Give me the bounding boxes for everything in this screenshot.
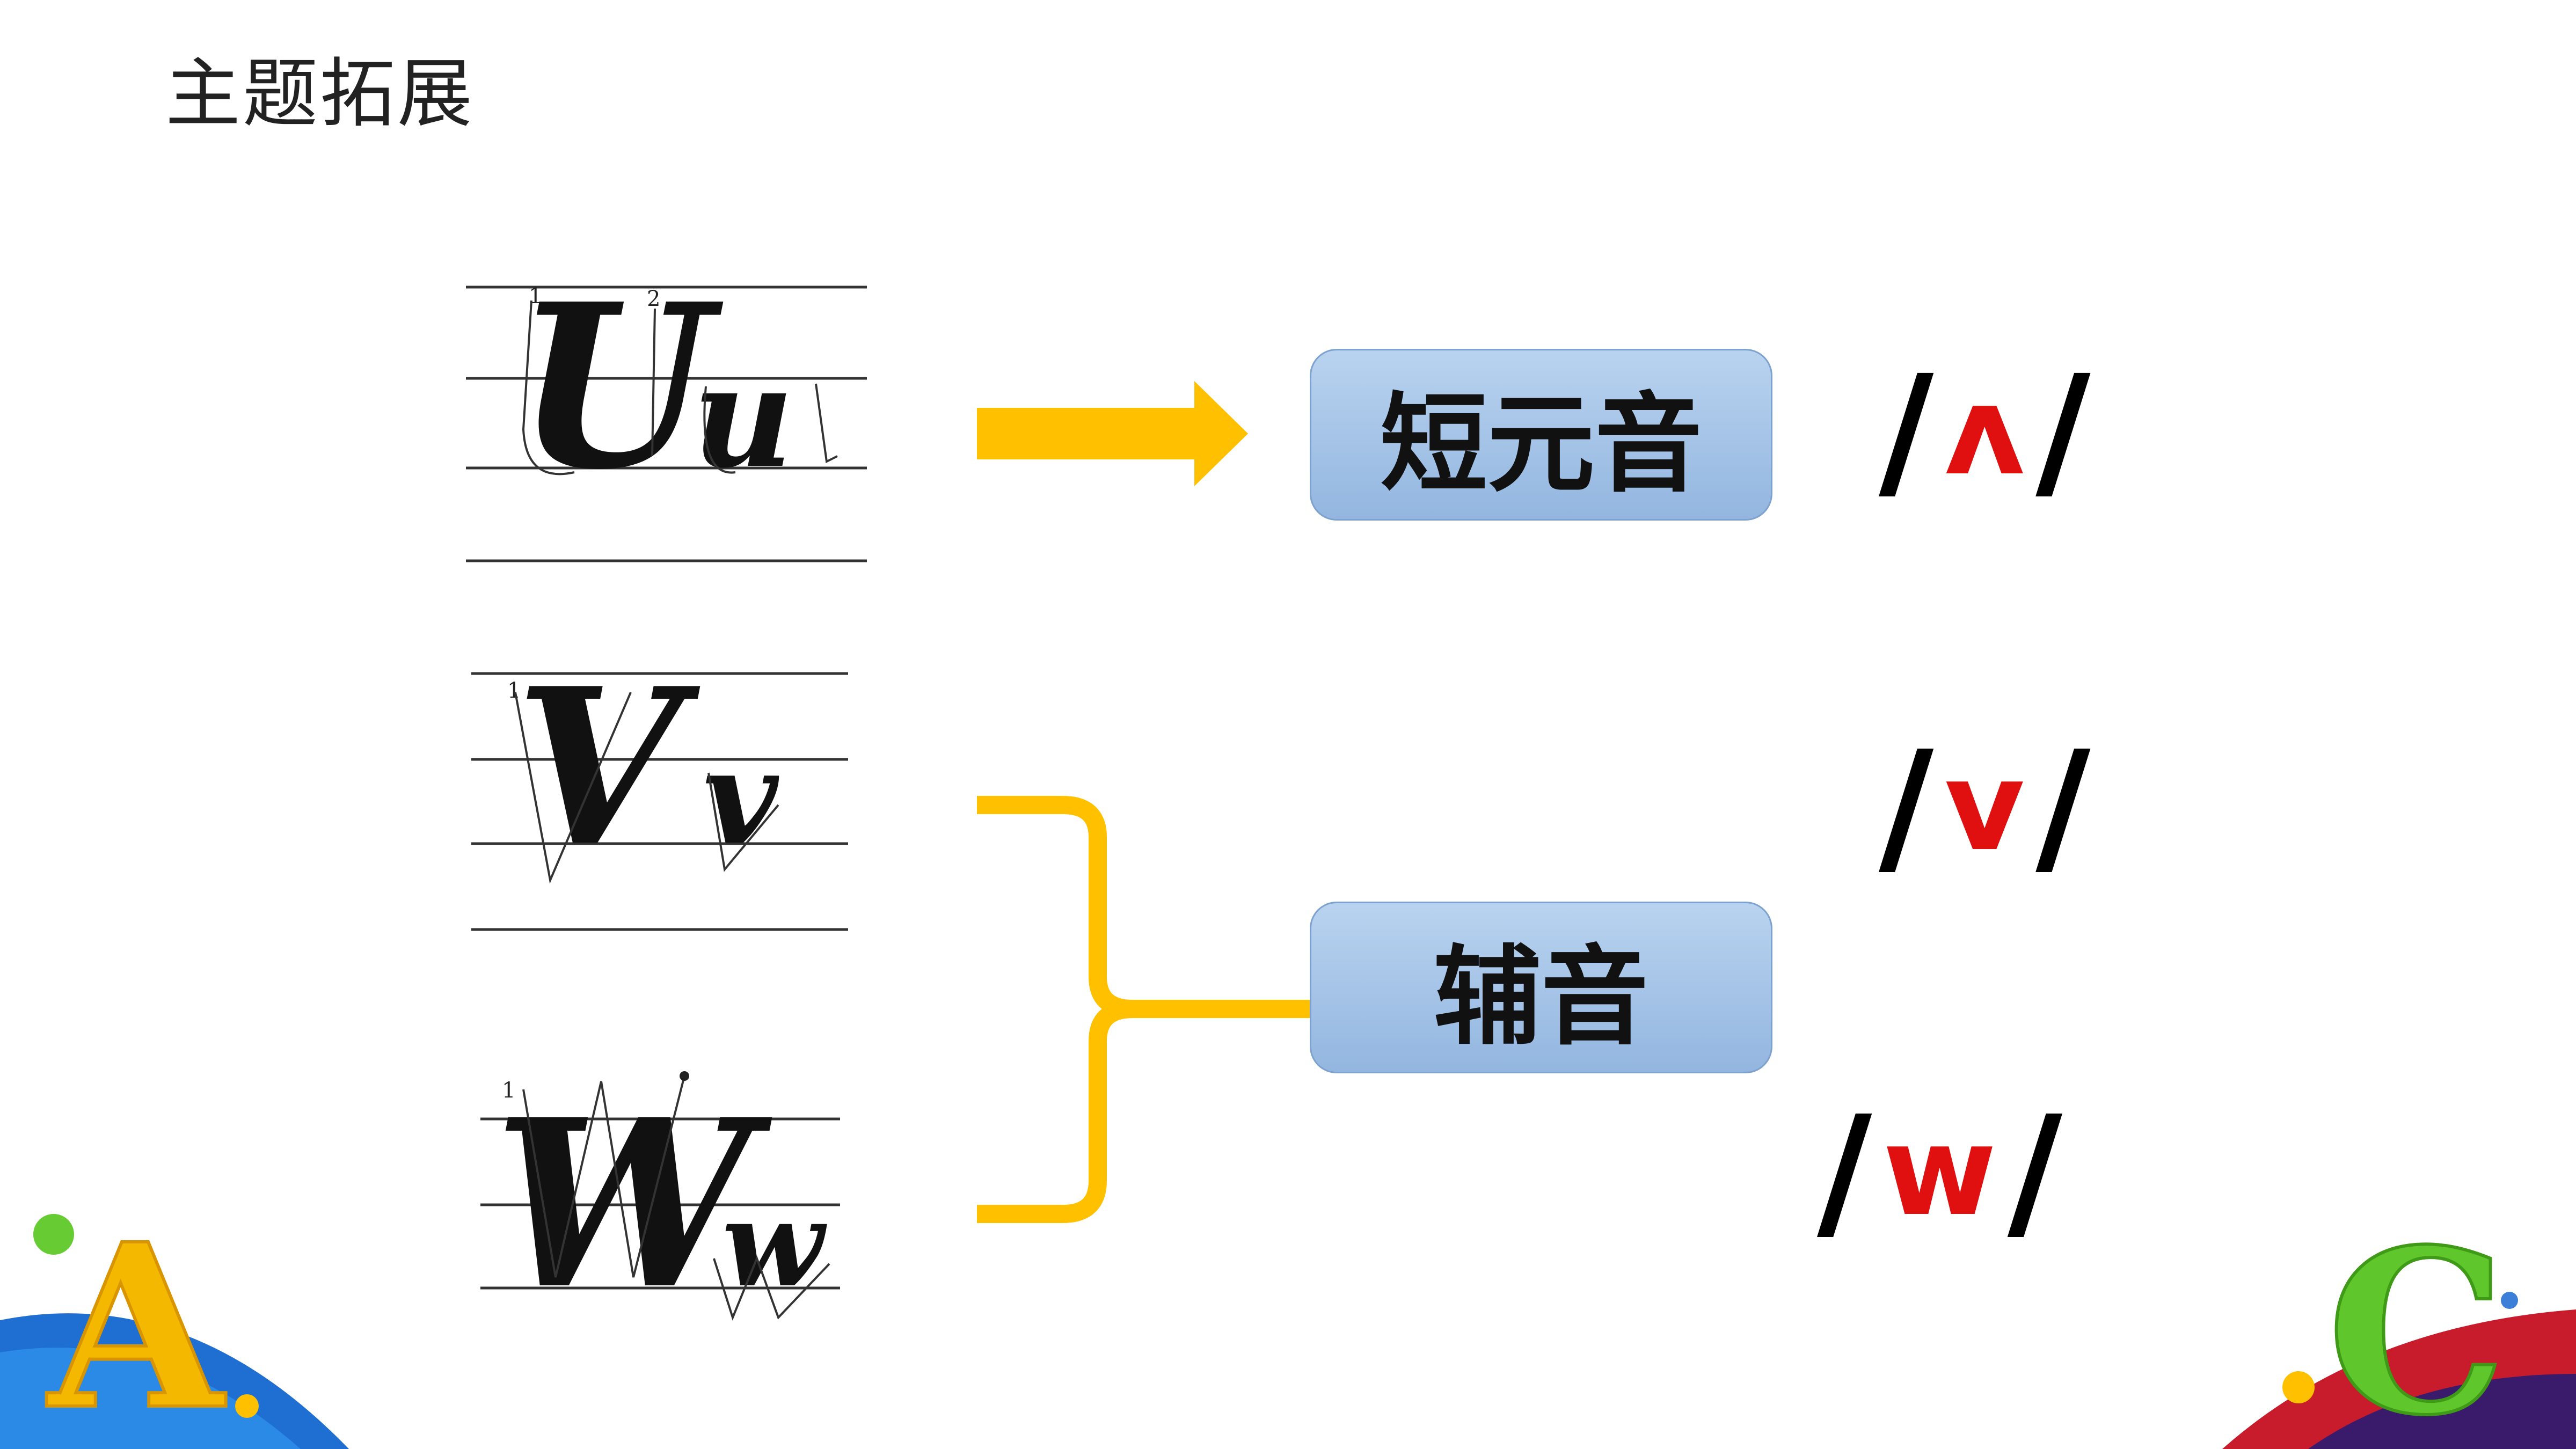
letter-v-upper: V bbox=[515, 641, 703, 894]
letter-block-u: U u 1 2 bbox=[466, 255, 867, 562]
phonetic-symbol-v: v bbox=[1944, 735, 2025, 879]
consonant-label: 辅音 bbox=[1433, 935, 1648, 1060]
slash-right: / bbox=[2007, 1084, 2063, 1259]
stroke-number: 1 bbox=[507, 678, 521, 703]
slash-right: / bbox=[2035, 343, 2091, 518]
slash-left: / bbox=[1879, 343, 1934, 518]
slide-title: 主题拓展 bbox=[165, 50, 475, 138]
stroke-number: 2 bbox=[647, 287, 660, 311]
letter-u-lower: u bbox=[692, 335, 794, 499]
letter-u-upper: U bbox=[515, 255, 727, 519]
letter-block-w: W w 1 bbox=[480, 1069, 840, 1340]
phonetic-symbol-w: w bbox=[1882, 1100, 1997, 1243]
slash-right: / bbox=[2035, 719, 2091, 894]
letter-block-v: V v 1 bbox=[471, 641, 848, 931]
phonetic-w: / w / bbox=[1817, 1084, 2062, 1259]
letter-w-lower: w bbox=[722, 1174, 827, 1313]
phonetic-u: / ʌ / bbox=[1879, 343, 2090, 518]
brace-icon bbox=[977, 796, 1312, 1223]
decoration-bottom-left: A bbox=[0, 1194, 349, 1449]
letter-c-icon: C bbox=[2327, 1201, 2506, 1449]
arrow-icon bbox=[977, 381, 1248, 486]
letter-w-upper: W bbox=[494, 1069, 775, 1340]
letter-a-icon: A bbox=[45, 1195, 228, 1449]
stroke-number: 1 bbox=[502, 1078, 515, 1103]
slash-left: / bbox=[1817, 1084, 1872, 1259]
phonetic-v: / v / bbox=[1879, 719, 2090, 894]
short-vowel-label: 短元音 bbox=[1380, 382, 1702, 507]
short-vowel-box: 短元音 bbox=[1310, 349, 1772, 521]
decoration-bottom-right: C bbox=[2222, 1199, 2576, 1449]
phonetic-symbol-u: ʌ bbox=[1944, 359, 2025, 503]
slash-left: / bbox=[1879, 719, 1934, 894]
consonant-box: 辅音 bbox=[1310, 902, 1772, 1073]
